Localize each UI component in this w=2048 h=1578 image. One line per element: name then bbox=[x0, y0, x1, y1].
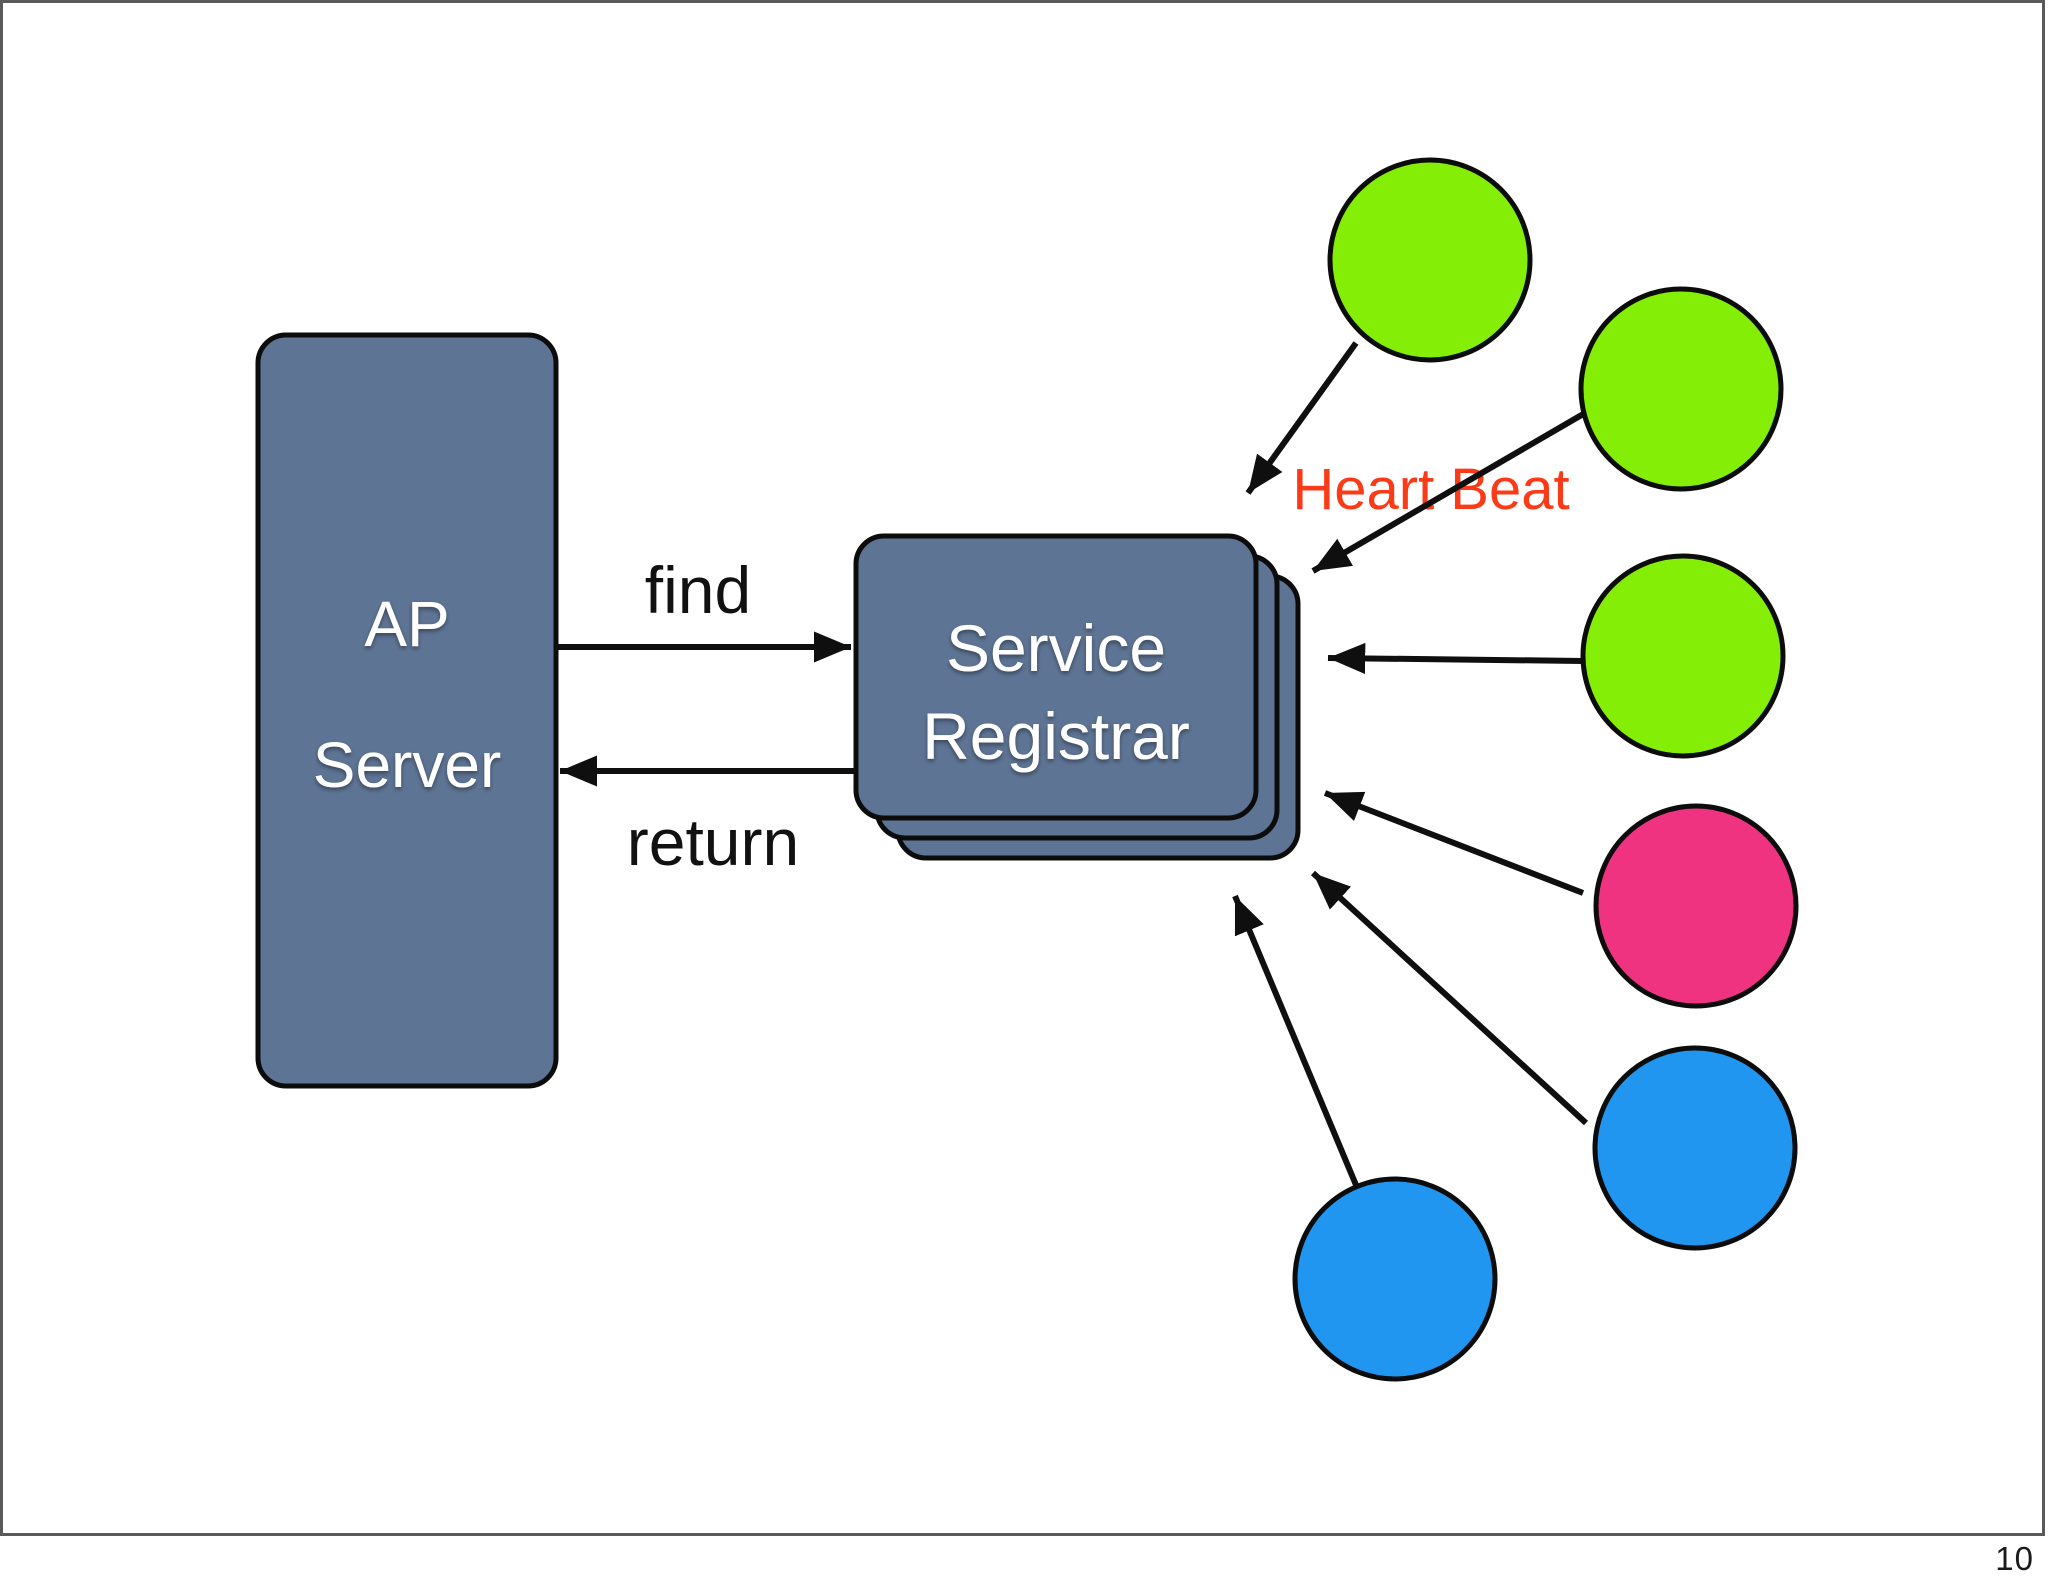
heartbeat-arrow-blue-bottom bbox=[1232, 894, 1359, 1187]
edges bbox=[556, 341, 1589, 1187]
heartbeat-arrow-green-3 bbox=[1327, 642, 1584, 675]
ap-server-box bbox=[255, 332, 559, 1089]
diagram: AP Server Service Registrar find return … bbox=[255, 157, 1799, 1382]
slide-canvas: AP Server Service Registrar find return … bbox=[0, 0, 2045, 1536]
service-node-green-3 bbox=[1580, 553, 1786, 759]
service-registrar-label-line2: Registrar bbox=[922, 699, 1190, 773]
service-node-green-2 bbox=[1578, 286, 1784, 492]
ap-server-label-line1: AP bbox=[364, 588, 449, 660]
service-node-blue-right bbox=[1592, 1045, 1798, 1251]
heartbeat-label: Heart Beat bbox=[1292, 457, 1569, 522]
service-registrar-box-front bbox=[853, 533, 1259, 821]
ap-server-label-line2: Server bbox=[313, 729, 502, 801]
service-node-pink bbox=[1593, 803, 1799, 1009]
service-registrar-label-line1: Service bbox=[946, 611, 1166, 685]
service-node-green-1 bbox=[1327, 157, 1533, 363]
ap-server-node: AP Server bbox=[255, 332, 559, 1089]
return-label: return bbox=[627, 805, 799, 879]
heartbeat-arrow-blue-right bbox=[1310, 870, 1589, 1126]
page-number: 10 bbox=[1995, 1540, 2034, 1577]
service-node-blue-bottom bbox=[1292, 1176, 1498, 1382]
heartbeat-arrow-green-2 bbox=[1311, 410, 1587, 574]
service-registrar-node: Service Registrar bbox=[853, 533, 1301, 861]
find-label: find bbox=[645, 553, 751, 627]
heartbeat-arrow-pink bbox=[1323, 790, 1585, 896]
service-nodes bbox=[1292, 157, 1799, 1382]
heartbeat-arrow-green-1 bbox=[1245, 341, 1359, 495]
